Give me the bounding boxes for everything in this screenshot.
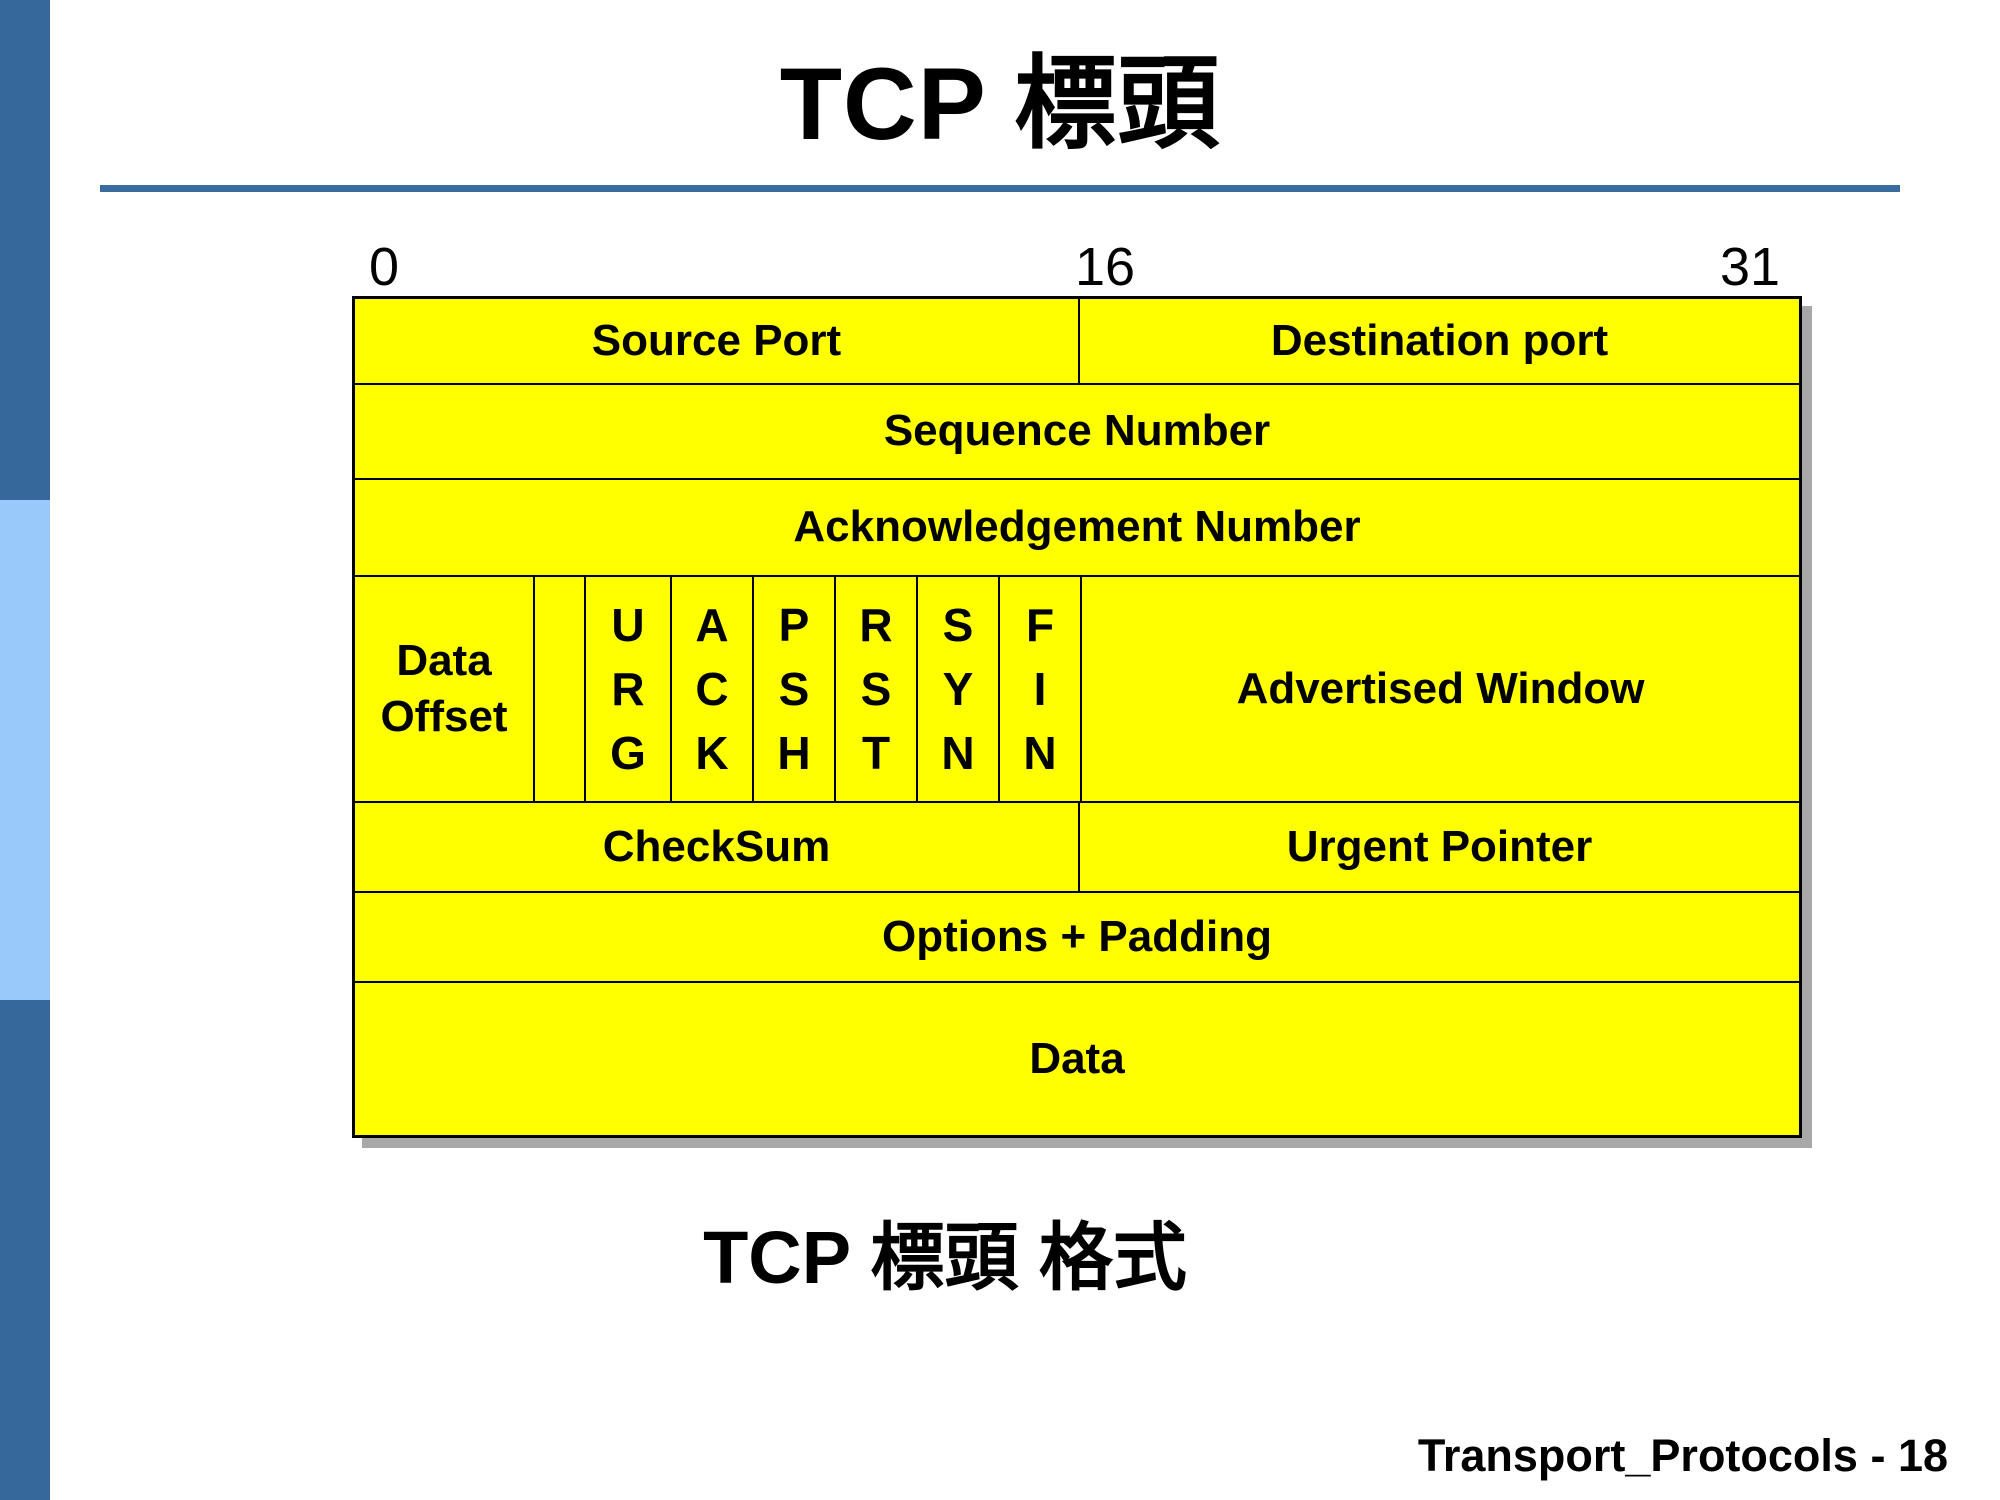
cell-data: Data — [1029, 1033, 1125, 1083]
cell-acknowledgement-number: Acknowledgement Number — [793, 502, 1361, 552]
tcp-header-table: Source Port Destination port Sequence Nu… — [352, 296, 1802, 1138]
sidebar-bar-middle — [0, 500, 50, 1000]
table-row-flags: Data Offset U R G A C K P S H R S T S Y … — [355, 577, 1799, 803]
cell-flag-syn: S Y N — [918, 577, 1000, 801]
table-row-options: Options + Padding — [355, 893, 1799, 983]
cell-advertised-window: Advertised Window — [1236, 663, 1645, 713]
table-row-ports: Source Port Destination port — [355, 299, 1799, 385]
sidebar-bar-top — [0, 0, 50, 500]
cell-flag-ack: A C K — [672, 577, 754, 801]
cell-sequence-number: Sequence Number — [883, 406, 1271, 456]
cell-checksum: CheckSum — [355, 803, 1080, 891]
cell-flag-urg: U R G — [586, 577, 672, 801]
slide-footer-page-number: Transport_Protocols - 18 — [1417, 1430, 1948, 1481]
sidebar-bar-bottom — [0, 1000, 50, 1500]
table-row-sequence: Sequence Number — [355, 385, 1799, 480]
cell-reserved — [535, 577, 586, 801]
table-row-checksum: CheckSum Urgent Pointer — [355, 803, 1799, 893]
cell-options-padding: Options + Padding — [882, 911, 1272, 961]
cell-source-port: Source Port — [355, 299, 1080, 383]
cell-flag-psh: P S H — [754, 577, 836, 801]
page-title: TCP 標頭 — [779, 47, 1221, 161]
cell-data-offset: Data Offset — [355, 577, 535, 801]
cell-urgent-pointer: Urgent Pointer — [1286, 821, 1593, 871]
table-row-acknowledgement: Acknowledgement Number — [355, 480, 1799, 577]
bit-label-16: 16 — [1074, 237, 1136, 297]
bit-label-0: 0 — [368, 237, 400, 297]
title-underline — [100, 185, 1900, 192]
table-row-data: Data — [355, 983, 1799, 1135]
cell-flag-fin: F I N — [1000, 577, 1082, 801]
figure-caption: TCP 標頭 格式 — [703, 1216, 1187, 1299]
cell-destination-port: Destination port — [1270, 315, 1609, 365]
cell-flag-rst: R S T — [836, 577, 918, 801]
bit-label-31: 31 — [1719, 237, 1781, 297]
